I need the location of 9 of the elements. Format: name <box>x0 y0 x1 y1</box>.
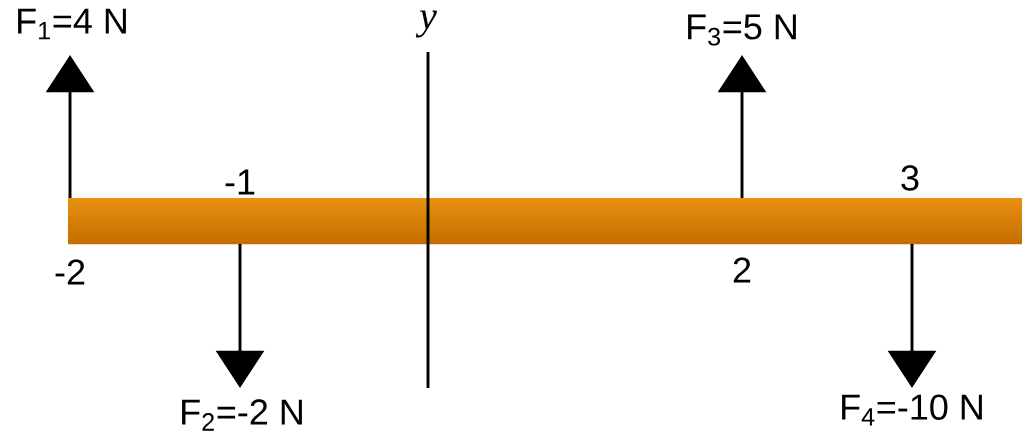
force-label: F$_{4}$=-10 N <box>842 394 982 426</box>
force-label: F$_{2}$=-2 N <box>182 399 302 431</box>
force-label: F$_{1}$=4 N <box>18 8 126 40</box>
axis-label: y <box>415 10 437 38</box>
coordinate-label: -1 <box>225 169 255 195</box>
coordinate-label: 2 <box>733 257 751 283</box>
coordinate-label: -2 <box>55 259 85 285</box>
coordinate-label: 3 <box>901 165 919 191</box>
force-label: F$_{3}$=5 N <box>688 14 796 46</box>
